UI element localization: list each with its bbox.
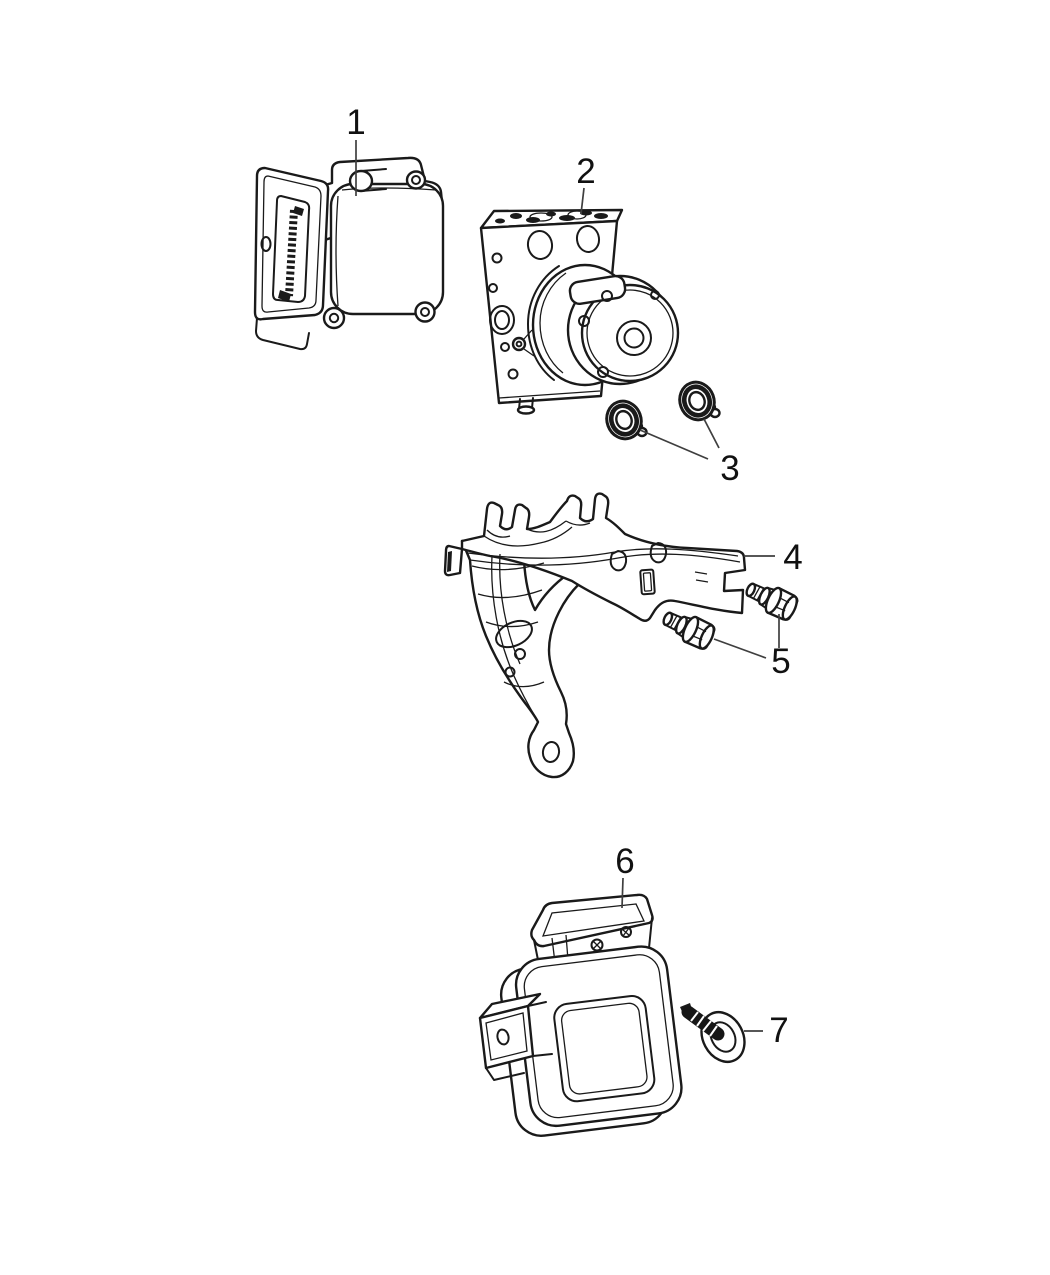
callout-labels: 1 2 3 4 5 6 7 [346,103,802,1050]
part2-hydraulic-control-unit-drawing [479,208,680,415]
callout-label-6: 6 [615,842,634,881]
callout-5-leader-line-a [713,638,767,659]
callout-label-1: 1 [346,103,365,142]
callout-label-3: 3 [720,449,739,488]
callout-3-leader-line-b [703,418,720,449]
valve-detail-blobs [495,210,608,224]
callout-leader-lines [355,140,780,1032]
callout-label-7: 7 [769,1011,788,1050]
callout-label-4: 4 [783,538,802,577]
callout-3-leader-line-a [639,429,709,460]
callout-6-leader-line [621,877,624,909]
part3-grommet-left-drawing [605,399,648,441]
part5-bolt-left-drawing [657,603,719,653]
callout-label-2: 2 [576,152,595,191]
callout-label-5: 5 [771,642,790,681]
callout-2-leader-line [580,187,585,215]
part6-mounting-ear [478,992,553,1081]
part5-bolt-right-drawing [740,574,802,624]
part4-mounting-bracket-drawing [443,492,747,779]
part6-control-module-drawing [478,893,683,1137]
part7-screw-drawing [680,1003,746,1064]
part1-control-module-drawing [253,156,445,351]
part3-grommet-right-drawing [678,380,721,422]
